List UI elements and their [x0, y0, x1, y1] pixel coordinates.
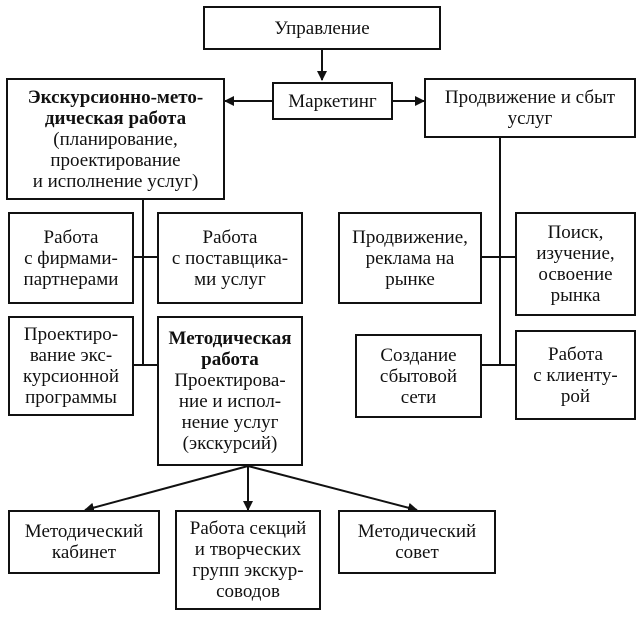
program-design-box: Проектиро- вание экс- курсионной програм… — [8, 316, 134, 416]
methodical-cabinet-box: Методический кабинет — [8, 510, 160, 574]
methodical-subtitle: Проектирова- ние и испол- нение услуг (э… — [174, 370, 286, 454]
sales-network-box: Создание сбытовой сети — [355, 334, 482, 418]
suppliers-box: Работа с поставщика- ми услуг — [157, 212, 303, 304]
promotion-sales-box: Продвижение и сбыт услуг — [424, 78, 636, 138]
excursion-title: Экскурсионно-мето- дическая работа — [27, 86, 204, 129]
market-research-box: Поиск, изучение, освоение рынка — [515, 212, 636, 316]
arrow-to-cabinet — [84, 465, 249, 513]
excursion-methodical-box: Экскурсионно-мето- дическая работа (план… — [6, 78, 225, 200]
methodical-work-box: Методическая работа Проектирова- ние и и… — [157, 316, 303, 466]
clients-box: Работа с клиенту- рой — [515, 330, 636, 420]
methodical-council-box: Методический совет — [338, 510, 496, 574]
methodical-title: Методическая работа — [168, 328, 292, 370]
excursion-subtitle: (планирование, проектирование и исполнен… — [32, 128, 199, 192]
partners-box: Работа с фирмами- партнерами — [8, 212, 134, 304]
marketing-box: Маркетинг — [272, 82, 393, 120]
sections-box: Работа секций и творческих групп экскур-… — [175, 510, 321, 610]
advertising-box: Продвижение, реклама на рынке — [338, 212, 482, 304]
management-box: Управление — [203, 6, 441, 50]
arrow-to-council — [247, 465, 418, 513]
